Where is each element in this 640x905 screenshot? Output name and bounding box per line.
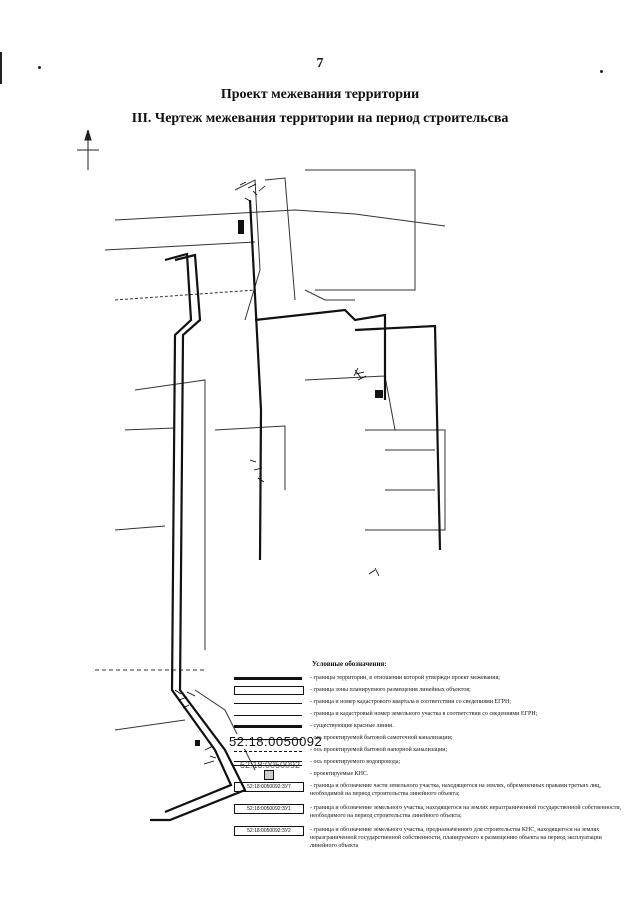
legend-item-text: - граница и номер кадастрового квартала …	[310, 699, 511, 705]
legend-symbol-label-box: 52:18:0050092:ЗУ7	[234, 782, 304, 792]
legend-item-text: - границы территории, в отношении которо…	[310, 675, 500, 681]
legend-symbol-line	[234, 715, 302, 716]
legend-item: 52:18:0050092 - граница и кадастровый но…	[230, 710, 630, 770]
legend-symbol-thick-line	[234, 677, 302, 680]
legend-item-text: - существующие красные линии.	[310, 723, 394, 729]
territory-drawing	[77, 130, 446, 822]
legend-item-text: - граница и обозначение земельного участ…	[310, 827, 602, 849]
legend-item: - ось проектируемой бытовой напорной кан…	[230, 746, 630, 758]
cadastral-label-large: 52:18:0050092	[228, 734, 324, 749]
legend-item: 52:18:0050092 - граница и номер кадастро…	[228, 698, 630, 749]
margin-tick	[0, 52, 2, 84]
legend-item: 52:18:0050092:ЗУ1 - граница и обозначени…	[230, 804, 630, 826]
legend-symbol-red-line	[234, 725, 302, 728]
legend-symbol-line	[234, 703, 302, 704]
legend-item-text: - граница и кадастровый номер земельного…	[310, 711, 538, 717]
legend-item-text: - граница и обозначение части земельного…	[310, 783, 601, 797]
legend-item: - проектируемые КНС.	[230, 770, 630, 782]
legend-item-text: - ось проектируемого водопровода;	[310, 759, 401, 765]
legend-symbol-water-pipe	[234, 761, 302, 766]
page-number: 7	[316, 56, 324, 71]
legend-heading: Условные обозначения:	[312, 660, 387, 668]
legend-symbol-pressure-sewer	[234, 751, 302, 752]
north-arrow-icon	[77, 130, 99, 170]
legend-item: - граница зоны планируемого размещения л…	[230, 686, 630, 698]
scan-dot	[38, 66, 41, 69]
legend-item-text: - проектируемые КНС.	[310, 771, 369, 777]
legend-symbol-label-box: 52:18:0050092:ЗУ2	[234, 826, 304, 836]
pump-station-icon	[264, 770, 274, 780]
legend-item: - существующие красные линии.	[230, 722, 630, 734]
legend-item: - ось проектируемого водопровода;	[230, 758, 630, 770]
legend-item: 52:18:0050092:ЗУ7 - граница и обозначени…	[230, 782, 630, 804]
legend-item: - границы территории, в отношении которо…	[230, 674, 630, 686]
page-title: Проект межевания территории	[220, 87, 420, 102]
legend-item: 52:18:0050092:ЗУ2 - граница и обозначени…	[230, 826, 630, 850]
scan-dot	[600, 70, 603, 73]
legend-item: - ось проектируемой бытовой самотечной к…	[230, 734, 630, 746]
legend-item-text: - ось проектируемой бытовой самотечной к…	[310, 735, 453, 741]
page-subtitle: III. Чертеж межевания территории на пери…	[131, 111, 509, 126]
legend-symbol-gravity-sewer	[234, 739, 302, 740]
legend-symbol-label-box: 52:18:0050092:ЗУ1	[234, 804, 304, 814]
legend-item-text: - граница и обозначение земельного участ…	[310, 805, 622, 819]
legend-item-text: - граница зоны планируемого размещения л…	[310, 687, 471, 693]
legend-item-text: - ось проектируемой бытовой напорной кан…	[310, 747, 448, 753]
legend-symbol-box	[234, 686, 304, 695]
